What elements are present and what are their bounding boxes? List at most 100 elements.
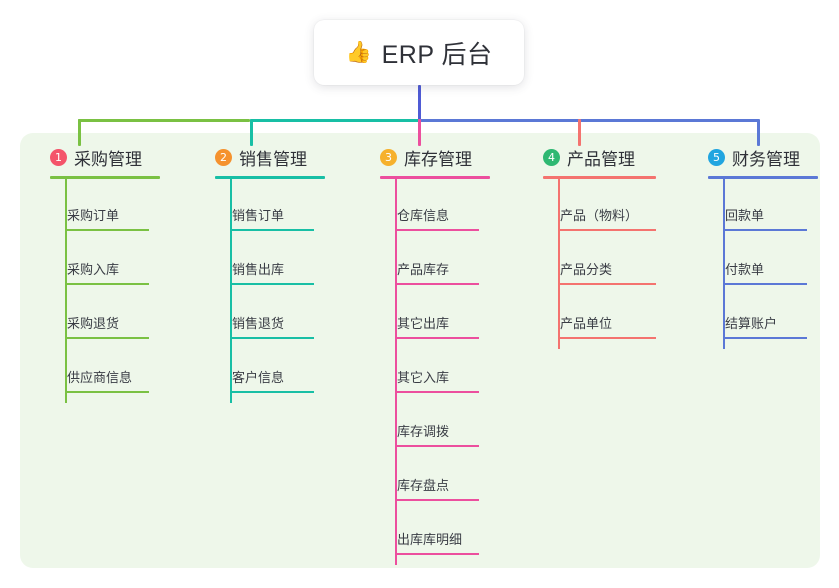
branch-item[interactable]: 销售退货 — [200, 297, 314, 351]
branch-column-5: 5 财务管理回款单付款单结算账户 — [693, 145, 818, 351]
branch-item-underline — [723, 337, 807, 339]
branch-item-label: 其它出库 — [397, 316, 450, 331]
branch-item-label: 产品分类 — [560, 262, 613, 277]
branch-item[interactable]: 结算账户 — [693, 297, 807, 351]
root-trunk-line — [418, 85, 421, 121]
branch-header-underline — [380, 176, 490, 179]
branch-header-3[interactable]: 3 库存管理 — [365, 145, 472, 169]
branch-header-4[interactable]: 4 产品管理 — [528, 145, 638, 169]
branch-item[interactable]: 产品分类 — [528, 243, 656, 297]
branch-item-label: 产品单位 — [560, 316, 613, 331]
branch-item-label: 出库库明细 — [397, 532, 463, 547]
branch-item-list: 销售订单销售出库销售退货客户信息 — [200, 189, 314, 405]
branch-item-label: 库存调拨 — [397, 424, 450, 439]
branch-item-underline — [558, 337, 656, 339]
branch-header-label: 库存管理 — [404, 149, 472, 169]
branch-item[interactable]: 客户信息 — [200, 351, 314, 405]
branch-item[interactable]: 仓库信息 — [365, 189, 479, 243]
branch-item[interactable]: 产品单位 — [528, 297, 656, 351]
branch-header-underline — [50, 176, 160, 179]
branch-item-underline — [65, 283, 149, 285]
branch-item[interactable]: 其它入库 — [365, 351, 479, 405]
branch-item[interactable]: 采购退货 — [35, 297, 149, 351]
branch-item-label: 产品库存 — [397, 262, 450, 277]
branch-header-label: 采购管理 — [74, 149, 142, 169]
drop-inventory — [418, 119, 421, 146]
branch-header-label: 产品管理 — [567, 149, 635, 169]
branch-item-underline — [65, 337, 149, 339]
branch-item-label: 其它入库 — [397, 370, 450, 385]
branch-item-label: 付款单 — [725, 262, 765, 277]
bus-green — [78, 119, 250, 122]
branch-number-badge: 5 — [708, 148, 725, 166]
branch-number-badge: 1 — [50, 148, 67, 166]
branch-item[interactable]: 其它出库 — [365, 297, 479, 351]
thumbs-up-icon: 👍 — [345, 41, 372, 64]
branch-item[interactable]: 供应商信息 — [35, 351, 149, 405]
branch-item-label: 销售出库 — [232, 262, 285, 277]
branch-item[interactable]: 产品（物料） — [528, 189, 656, 243]
branches-panel — [20, 133, 820, 568]
branch-item[interactable]: 产品库存 — [365, 243, 479, 297]
branch-item-underline — [395, 553, 479, 555]
branch-item-underline — [723, 229, 807, 231]
drop-product — [578, 119, 581, 146]
branch-item[interactable]: 销售订单 — [200, 189, 314, 243]
branch-item-underline — [230, 283, 314, 285]
branch-number-badge: 4 — [543, 148, 560, 166]
branch-item-list: 采购订单采购入库采购退货供应商信息 — [35, 189, 149, 405]
branch-item-underline — [230, 229, 314, 231]
branch-column-4: 4 产品管理产品（物料） 产品分类产品单位 — [528, 145, 656, 351]
branch-item-underline — [65, 391, 149, 393]
branch-item-list: 产品（物料） 产品分类产品单位 — [528, 189, 656, 351]
drop-finance — [757, 119, 760, 146]
branch-spine — [395, 179, 397, 565]
branch-item-list: 回款单付款单结算账户 — [693, 189, 807, 351]
branch-item-underline — [723, 283, 807, 285]
branch-item-label: 采购入库 — [67, 262, 120, 277]
branch-item[interactable]: 出库库明细 — [365, 513, 479, 567]
bus-teal — [250, 119, 420, 122]
drop-purchase — [78, 119, 81, 146]
bus-blue — [418, 119, 759, 122]
branch-item[interactable]: 采购入库 — [35, 243, 149, 297]
root-node[interactable]: 👍 ERP 后台 — [314, 20, 524, 85]
branch-item[interactable]: 付款单 — [693, 243, 807, 297]
branch-item-underline — [558, 229, 656, 231]
branch-item-label: 销售退货 — [232, 316, 285, 331]
branch-header-underline — [215, 176, 325, 179]
branch-item-underline — [395, 391, 479, 393]
branch-item-label: 销售订单 — [232, 208, 285, 223]
branch-column-3: 3 库存管理仓库信息产品库存其它出库其它入库库存调拨库存盘点出库库明细 — [365, 145, 490, 567]
branch-spine — [65, 179, 67, 403]
branch-item[interactable]: 采购订单 — [35, 189, 149, 243]
branch-header-5[interactable]: 5 财务管理 — [693, 145, 800, 169]
branch-item[interactable]: 库存盘点 — [365, 459, 479, 513]
branch-item-underline — [395, 445, 479, 447]
branch-item-label: 采购退货 — [67, 316, 120, 331]
branch-item-underline — [230, 391, 314, 393]
branch-header-underline — [543, 176, 656, 179]
branch-number-badge: 3 — [380, 148, 397, 166]
branch-item-underline — [395, 229, 479, 231]
branch-item-label: 回款单 — [725, 208, 765, 223]
branch-item-underline — [230, 337, 314, 339]
branch-header-1[interactable]: 1 采购管理 — [35, 145, 142, 169]
branch-item[interactable]: 销售出库 — [200, 243, 314, 297]
drop-sales — [250, 119, 253, 146]
branch-item-label: 仓库信息 — [397, 208, 450, 223]
branch-header-label: 销售管理 — [239, 149, 307, 169]
branch-spine — [230, 179, 232, 403]
branch-item[interactable]: 库存调拨 — [365, 405, 479, 459]
branch-item[interactable]: 回款单 — [693, 189, 807, 243]
branch-item-label: 采购订单 — [67, 208, 120, 223]
branch-column-1: 1 采购管理采购订单采购入库采购退货供应商信息 — [35, 145, 160, 405]
branch-item-label: 库存盘点 — [397, 478, 450, 493]
branch-spine — [558, 179, 560, 349]
branch-item-underline — [65, 229, 149, 231]
branch-item-underline — [395, 283, 479, 285]
root-title: ERP 后台 — [381, 40, 493, 69]
branch-header-label: 财务管理 — [732, 149, 800, 169]
